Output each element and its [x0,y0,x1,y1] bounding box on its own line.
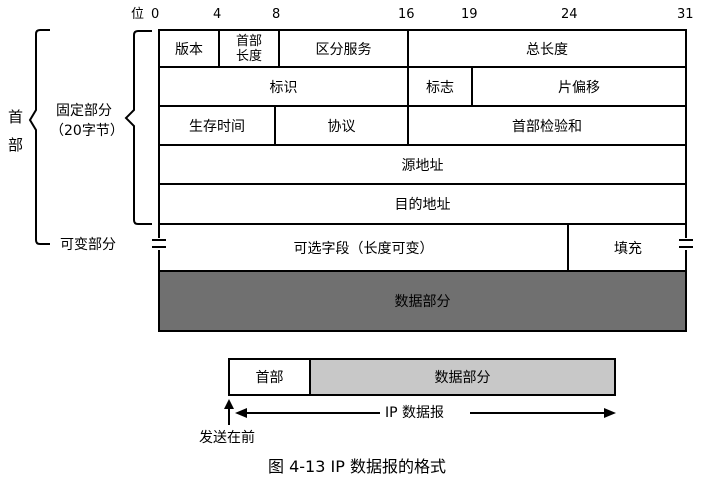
options-side-lines [152,223,693,272]
field-flags: 标志 [407,66,473,107]
figure-caption: 图 4-13 IP 数据报的格式 [268,457,446,476]
bit-19: 19 [461,7,478,22]
bit-4: 4 [213,7,222,22]
fixed-part-label: 固定部分 [56,103,112,119]
fixed-part-brace [124,30,152,225]
left-arrow-icon [235,408,247,418]
bit-0: 0 [151,7,160,22]
send-first-arrow-icon [224,399,234,409]
bit-label: 位 [131,7,145,22]
field-source-address: 源地址 [158,144,687,185]
bit-31: 31 [677,7,694,22]
fixed-part-size-label: （20字节） [50,123,124,139]
field-ttl: 生存时间 [158,105,276,146]
braces [28,29,152,245]
right-arrow-icon [604,408,616,418]
header-brace [28,29,50,245]
variable-part-label: 可变部分 [60,237,116,253]
bit-16: 16 [398,7,415,22]
field-identification: 标识 [158,66,409,107]
bit-8: 8 [272,7,281,22]
header-label-1: 首 [8,108,24,126]
datagram-data-box: 数据部分 [309,358,616,396]
header-label-2: 部 [8,136,24,154]
data-part-dark: 数据部分 [158,270,687,332]
field-destination-address: 目的地址 [158,183,687,225]
send-first-label: 发送在前 [199,430,255,446]
bit-24: 24 [561,7,578,22]
datagram-label: IP 数据报 [385,405,445,421]
